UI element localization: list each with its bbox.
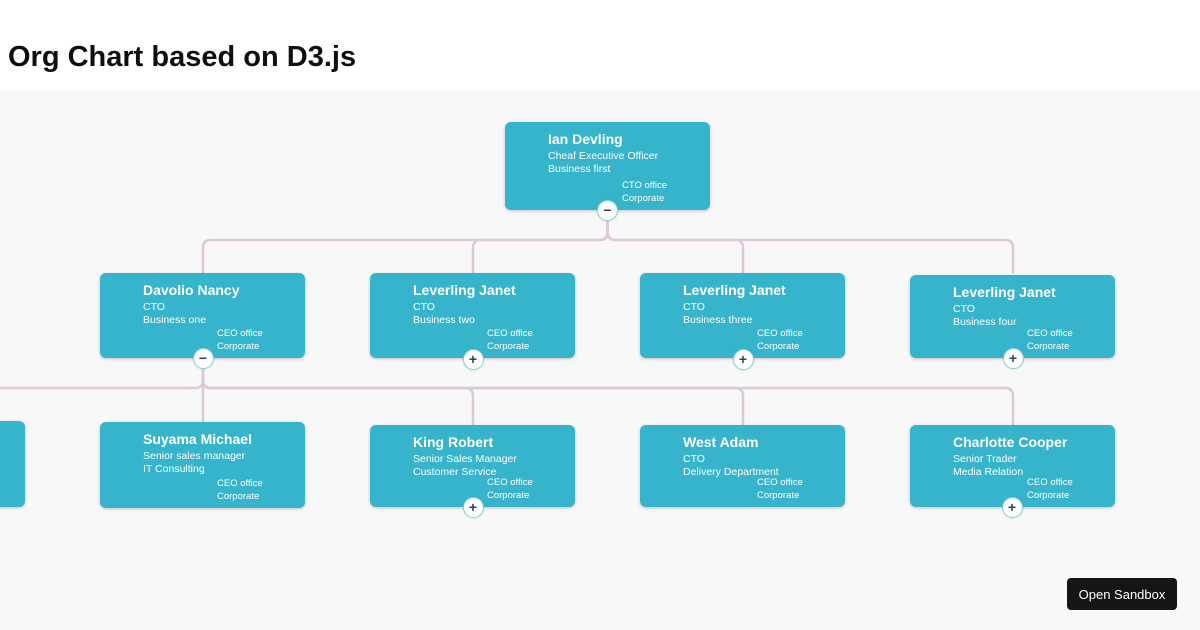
node-department: Business two xyxy=(413,314,475,326)
node-department: IT Consulting xyxy=(143,463,205,475)
node-name: Ian Devling xyxy=(548,131,623,147)
org-chart-canvas[interactable]: Ian Devling Cheaf Executive Officer Busi… xyxy=(0,90,1200,630)
node-department: Business one xyxy=(143,314,207,326)
node-department: Customer Service xyxy=(413,466,497,478)
node-area: Corporate xyxy=(1027,489,1070,501)
node-office: CEO office xyxy=(217,478,263,489)
collapse-node-button[interactable]: − xyxy=(192,347,214,369)
node-area: Corporate xyxy=(622,192,665,204)
org-node-card[interactable]: Charlotte Cooper Senior Trader Media Rel… xyxy=(910,425,1115,507)
expand-node-button[interactable]: + xyxy=(462,496,484,518)
org-connector-lines xyxy=(0,210,1015,425)
node-title: Senior sales manager xyxy=(143,450,246,462)
node-name: Davolio Nancy xyxy=(143,282,240,298)
node-title: CTO xyxy=(683,301,705,313)
node-area: Corporate xyxy=(757,340,800,352)
expand-node-button[interactable]: + xyxy=(462,348,484,370)
node-title: Senior Trader xyxy=(953,453,1017,465)
node-department: Business first xyxy=(548,163,611,175)
node-department: Media Relation xyxy=(953,466,1024,478)
node-office: CTO office xyxy=(622,180,668,191)
node-title: Senior Sales Manager xyxy=(413,453,517,465)
node-department: Delivery Department xyxy=(683,466,779,478)
node-title: Cheaf Executive Officer xyxy=(548,150,659,162)
node-department: Business three xyxy=(683,314,753,326)
node-area: Corporate xyxy=(487,340,530,352)
node-office: CEO office xyxy=(217,328,263,339)
expand-node-button[interactable]: + xyxy=(732,348,754,370)
node-name: Charlotte Cooper xyxy=(953,434,1068,450)
org-node-card[interactable]: Ian Devling Cheaf Executive Officer Busi… xyxy=(505,122,710,210)
node-area: Corporate xyxy=(487,489,530,501)
node-name: King Robert xyxy=(413,434,494,450)
node-office: CEO office xyxy=(757,328,803,339)
collapse-node-button[interactable]: − xyxy=(597,199,618,221)
node-department: Business four xyxy=(953,316,1017,328)
org-node-card[interactable]: Davolio Nancy CTO Business one CEO offic… xyxy=(100,273,305,358)
node-area: Corporate xyxy=(217,490,260,502)
node-name: Suyama Michael xyxy=(143,431,252,447)
org-node-card[interactable]: Leverling Janet CTO Business four CEO of… xyxy=(910,275,1115,358)
org-node-card[interactable]: West Adam CTO Delivery Department CEO of… xyxy=(640,425,845,507)
node-name: Leverling Janet xyxy=(683,282,786,298)
node-title: CTO xyxy=(413,301,435,313)
node-title: CTO xyxy=(143,301,165,313)
open-sandbox-button[interactable]: Open Sandbox xyxy=(1067,578,1177,610)
node-office: CEO office xyxy=(757,477,803,488)
node-area: Corporate xyxy=(217,340,260,352)
node-name: Leverling Janet xyxy=(953,284,1056,300)
org-node-card[interactable]: Leverling Janet CTO Business three CEO o… xyxy=(640,273,845,358)
org-node-card[interactable]: Suyama Michael Senior sales manager IT C… xyxy=(100,422,305,508)
node-office: CEO office xyxy=(1027,477,1073,488)
expand-node-button[interactable]: + xyxy=(1002,347,1024,369)
node-title: CTO xyxy=(953,303,975,315)
org-node-card[interactable]: King Robert Senior Sales Manager Custome… xyxy=(370,425,575,507)
node-office: CEO office xyxy=(1027,328,1073,339)
node-office: CEO office xyxy=(487,477,533,488)
node-name: Leverling Janet xyxy=(413,282,516,298)
org-node-card[interactable] xyxy=(0,421,25,507)
page-title: Org Chart based on D3.js xyxy=(8,41,357,74)
node-area: Corporate xyxy=(757,489,800,501)
node-area: Corporate xyxy=(1027,340,1070,352)
org-node-card[interactable]: Leverling Janet CTO Business two CEO off… xyxy=(370,273,575,358)
node-name: West Adam xyxy=(683,434,759,450)
expand-node-button[interactable]: + xyxy=(1001,496,1023,518)
node-title: CTO xyxy=(683,453,705,465)
node-office: CEO office xyxy=(487,328,533,339)
